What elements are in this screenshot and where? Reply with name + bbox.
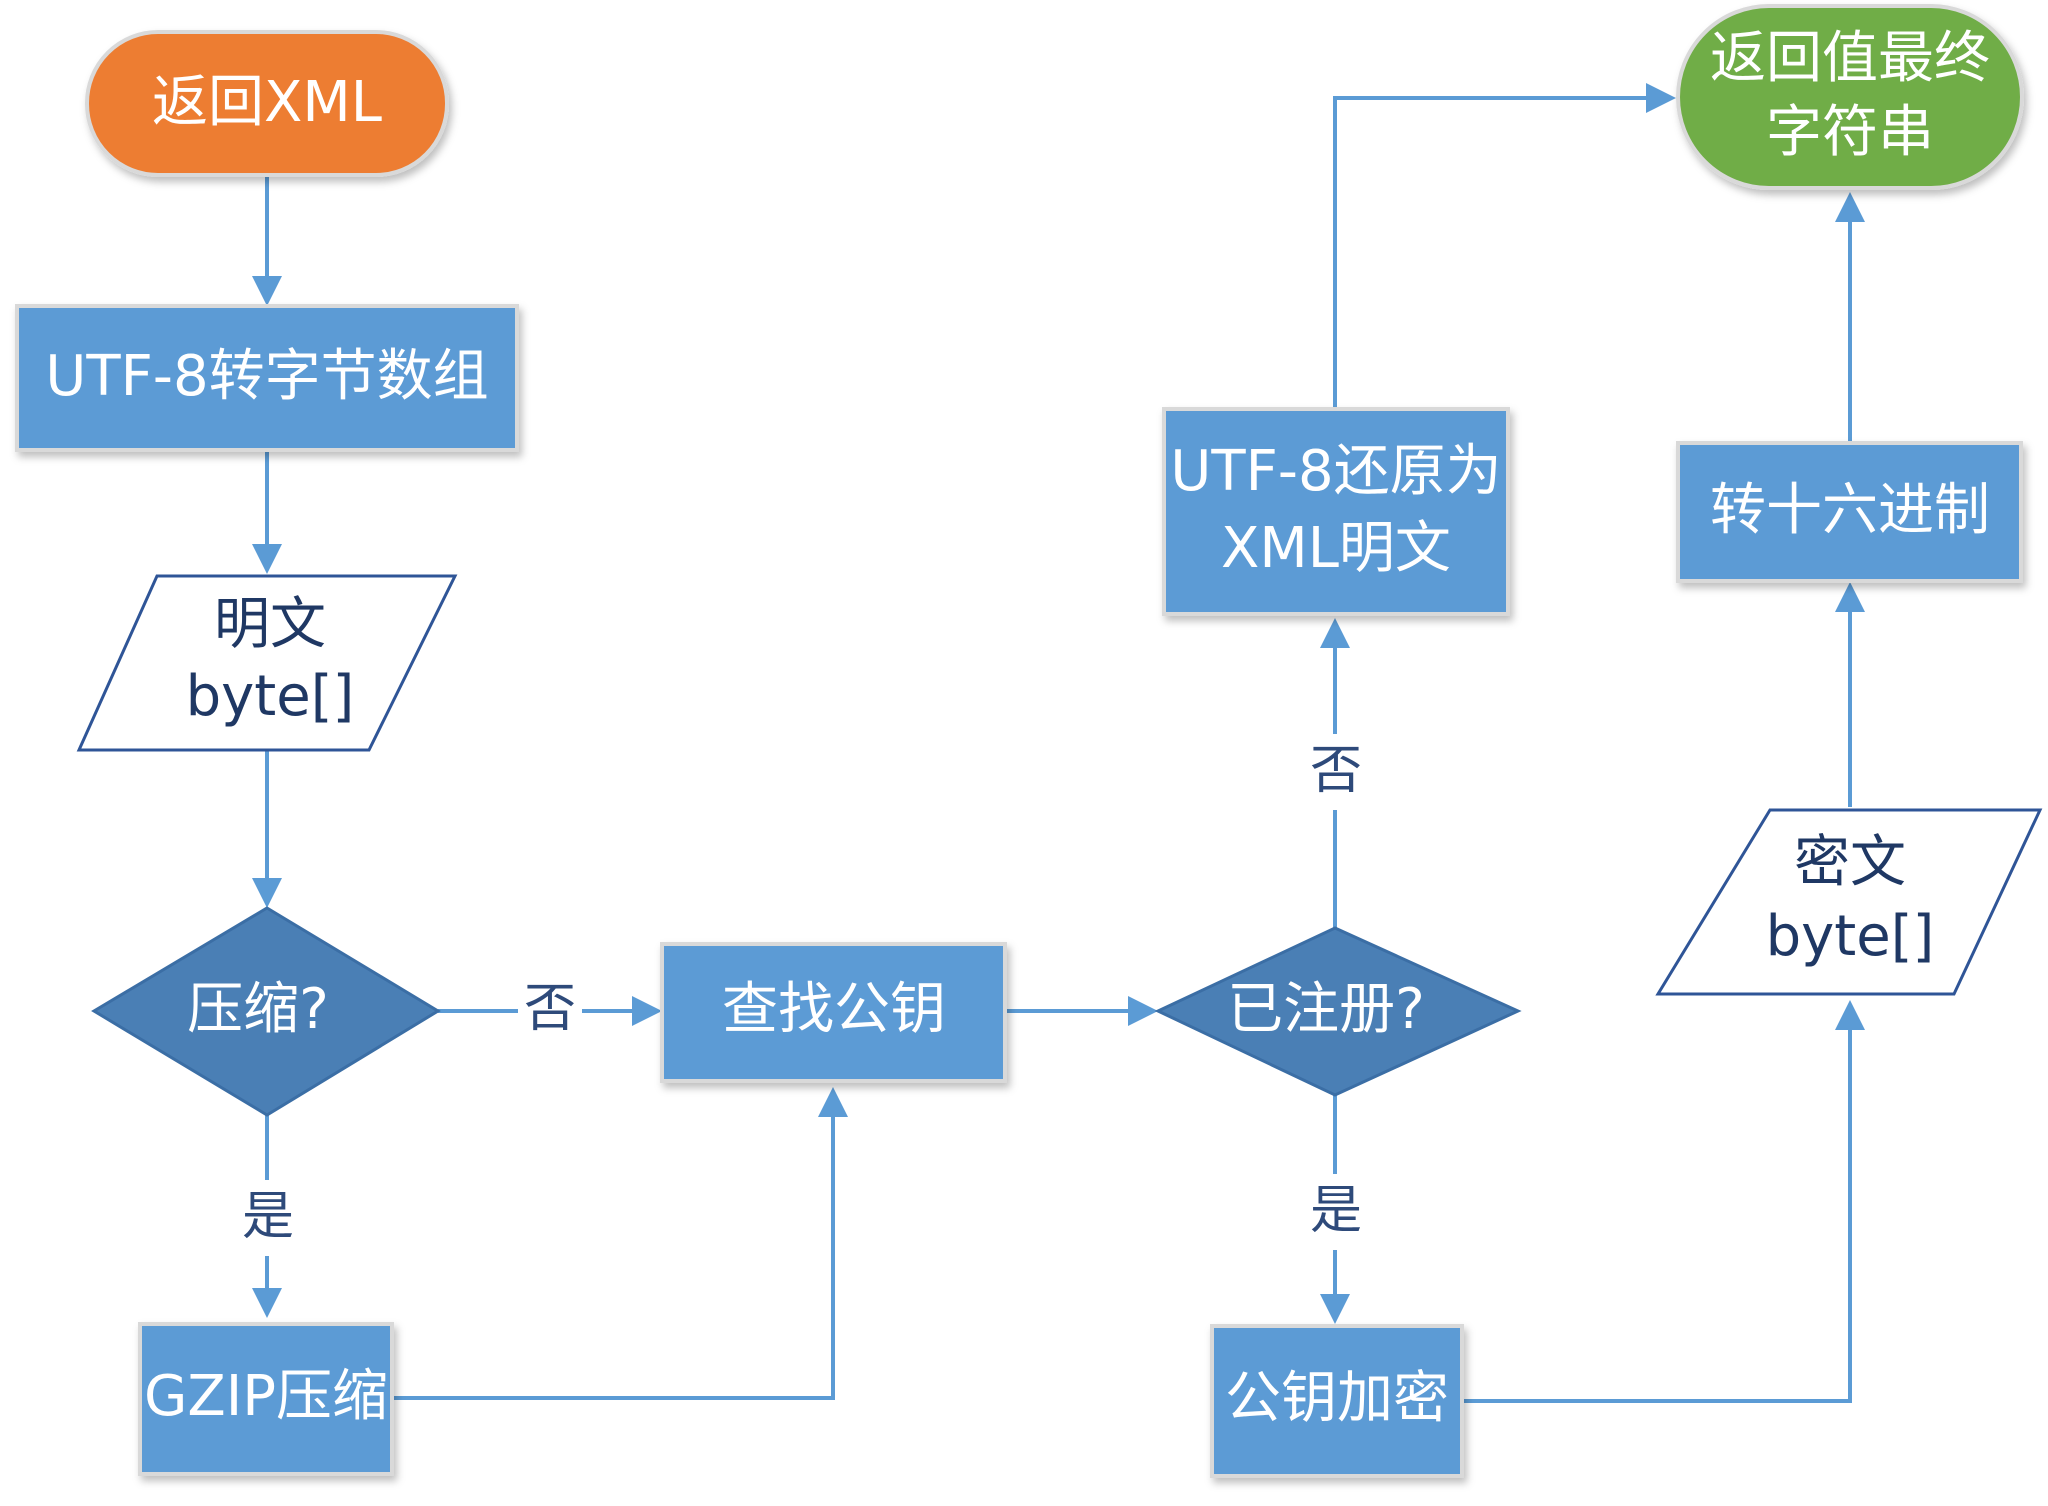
- node-to-hex: 转十六进制: [1676, 441, 2023, 583]
- node-label: 查找公钥: [722, 977, 946, 1042]
- node-label: UTF-8转字节数组: [45, 344, 488, 409]
- edge-label-registered-yes: 是: [1310, 1181, 1362, 1241]
- node-label: GZIP压缩: [144, 1364, 388, 1429]
- edge-utf8restore-to-final: [1333, 96, 1658, 408]
- arrow-head-icon: [1835, 582, 1865, 612]
- arrow-head-icon: [1320, 1294, 1350, 1324]
- node-public-key-encrypt: 公钥加密: [1210, 1324, 1464, 1478]
- node-label-line-1: 明文: [214, 592, 326, 657]
- edge-encrypt-to-ciphertext: [1462, 1018, 1852, 1403]
- node-label-line-2: byte[]: [186, 664, 355, 729]
- arrow-head-icon: [1320, 618, 1350, 648]
- node-label-line-2: byte[]: [1766, 904, 1935, 969]
- node-gzip: GZIP压缩: [138, 1322, 394, 1476]
- edge-label-compress-yes: 是: [242, 1187, 294, 1247]
- node-find-key: 查找公钥: [660, 942, 1007, 1083]
- arrow-head-icon: [252, 544, 282, 574]
- arrow-head-icon: [252, 276, 282, 306]
- node-utf8-restore: UTF-8还原为 XML明文: [1162, 407, 1510, 616]
- node-label: 转十六进制: [1710, 478, 1990, 543]
- edge-label-registered-no: 否: [1310, 741, 1362, 801]
- node-label-line-2: 字符串: [1766, 100, 1934, 165]
- node-registered: 已注册?: [1154, 926, 1522, 1097]
- connectors: [252, 83, 1865, 1403]
- arrow-head-icon: [632, 996, 662, 1026]
- node-ciphertext: 密文 byte[]: [1655, 808, 2043, 996]
- arrow-head-icon: [1835, 1000, 1865, 1030]
- node-label: 压缩?: [187, 977, 329, 1042]
- node-label-line-1: 密文: [1794, 830, 1906, 895]
- node-label: 已注册?: [1227, 977, 1425, 1042]
- arrow-head-icon: [252, 1288, 282, 1318]
- node-label: 公钥加密: [1225, 1366, 1449, 1431]
- node-compress: 压缩?: [91, 906, 441, 1117]
- node-label-line-2: XML明文: [1221, 516, 1451, 581]
- arrow-head-icon: [252, 878, 282, 908]
- node-label-line-1: UTF-8还原为: [1170, 439, 1501, 504]
- node-label: 返回XML: [152, 70, 382, 135]
- edge-labels: 否 是 否 是: [236, 734, 1368, 1256]
- node-return-final: 返回值最终 字符串: [1676, 4, 2024, 190]
- node-return-xml: 返回XML: [85, 30, 449, 177]
- arrow-head-icon: [818, 1087, 848, 1117]
- arrow-head-icon: [1835, 192, 1865, 222]
- arrow-head-icon: [1128, 996, 1158, 1026]
- arrow-head-icon: [1646, 83, 1676, 113]
- node-plaintext: 明文 byte[]: [76, 574, 458, 752]
- node-utf8-to-bytes: UTF-8转字节数组: [15, 304, 519, 452]
- edge-gzip-to-findkey: [392, 1105, 835, 1400]
- edge-label-compress-no: 否: [524, 979, 576, 1039]
- node-label-line-1: 返回值最终: [1710, 26, 1990, 91]
